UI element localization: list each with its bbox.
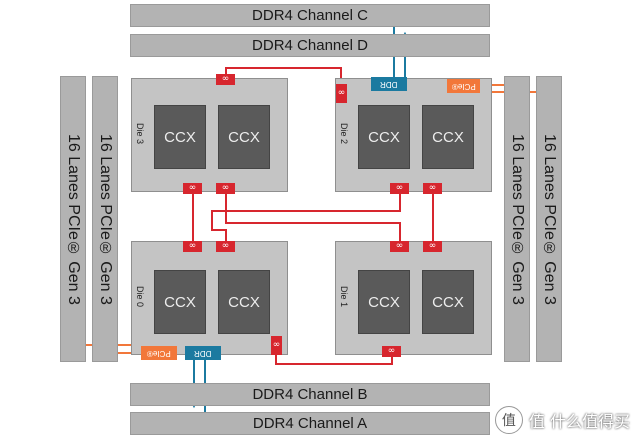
ddr4-channel-a-label: DDR4 Channel A [252,415,368,432]
die-3-label: Die 3 [135,123,145,145]
pcie-lanes-label-left-inner: 16 Lanes PCIe® Gen 3 [97,133,114,305]
pcie-lanes-label-left-outer: 16 Lanes PCIe® Gen 3 [65,133,82,305]
ddr4-channel-a-bar: DDR4 Channel A [130,412,490,435]
infinity-port-die0-top-2: ∞ [216,241,235,252]
die-0-ccx-2-label: CCX [228,293,260,311]
pcie-lanes-bar-left-outer: 16 Lanes PCIe® Gen 3 [60,76,86,362]
die-1: Die 1 CCX CCX [335,241,492,355]
watermark-text: 值 什么值得买 [528,412,630,431]
ddr4-channel-b-label: DDR4 Channel B [252,386,368,403]
infinity-port-die2-bottom-2: ∞ [423,183,442,194]
ddr-port-die0: DDR [185,346,221,360]
die-3-ccx-1: CCX [154,105,206,169]
ddr-port-die2: DDR [371,77,407,91]
if-link-die0-die1-bottom [275,350,393,365]
infinity-port-die0-top-1: ∞ [183,241,202,252]
die-2-ccx-1: CCX [358,105,410,169]
die-2-label: Die 2 [339,123,349,145]
infinity-port-die3-bottom-2: ∞ [216,183,235,194]
ddr4-channel-b-bar: DDR4 Channel B [130,383,490,406]
infinity-port-die1-bottom: ∞ [382,346,401,357]
die-0-label: Die 0 [135,286,145,308]
die-3-ccx-2: CCX [218,105,270,169]
pcie-lanes-bar-right-outer: 16 Lanes PCIe® Gen 3 [536,76,562,362]
infinity-port-die0-right: ∞ [271,336,282,355]
die-2: Die 2 CCX CCX [335,78,492,192]
ddr4-channel-d-label: DDR4 Channel D [252,37,368,54]
pcie-port-die2: PCIe® [447,79,480,93]
pcie-port-die2-label: PCIe® [451,81,476,91]
ddr-port-die2-label: DDR [380,79,398,89]
pcie-lanes-bar-left-inner: 16 Lanes PCIe® Gen 3 [92,76,118,362]
die-3-ccx-1-label: CCX [164,128,196,146]
pcie-lanes-label-right-inner: 16 Lanes PCIe® Gen 3 [509,133,526,305]
watermark-logo-icon: 值 [494,406,523,434]
infinity-port-die2-left: ∞ [336,84,347,103]
die-1-ccx-2: CCX [422,270,474,334]
die-2-ccx-2: CCX [422,105,474,169]
die-1-ccx-1: CCX [358,270,410,334]
ddr-port-die0-label: DDR [194,348,212,358]
die-1-label: Die 1 [339,286,349,308]
die-3-ccx-2-label: CCX [228,128,260,146]
infinity-port-die1-top-1: ∞ [390,241,409,252]
die-2-ccx-1-label: CCX [368,128,400,146]
die-0-ccx-1: CCX [154,270,206,334]
die-1-ccx-2-label: CCX [432,293,464,311]
pcie-port-die0-label: PCIe® [147,348,171,358]
die-0-ccx-1-label: CCX [164,293,196,311]
pcie-port-die0: PCIe® [141,346,177,360]
infinity-port-die1-top-2: ∞ [423,241,442,252]
pcie-lanes-bar-right-inner: 16 Lanes PCIe® Gen 3 [504,76,530,362]
watermark: 值 值 什么值得买 [494,406,630,434]
die-0-ccx-2: CCX [218,270,270,334]
pcie-lanes-label-right-outer: 16 Lanes PCIe® Gen 3 [541,133,558,305]
infinity-port-die3-bottom-1: ∞ [183,183,202,194]
ddr4-channel-d-bar: DDR4 Channel D [130,34,490,57]
die-3: Die 3 CCX CCX [131,78,288,192]
die-1-ccx-1-label: CCX [368,293,400,311]
if-link-die3-die1 [225,192,401,244]
infinity-port-die3-top: ∞ [216,74,235,85]
ddr4-channel-c-label: DDR4 Channel C [252,7,368,24]
if-link-die2-die0 [211,192,401,244]
ddr4-channel-c-bar: DDR4 Channel C [130,4,490,27]
die-2-ccx-2-label: CCX [432,128,464,146]
die-0: Die 0 CCX CCX [131,241,288,355]
infinity-port-die2-bottom-1: ∞ [390,183,409,194]
